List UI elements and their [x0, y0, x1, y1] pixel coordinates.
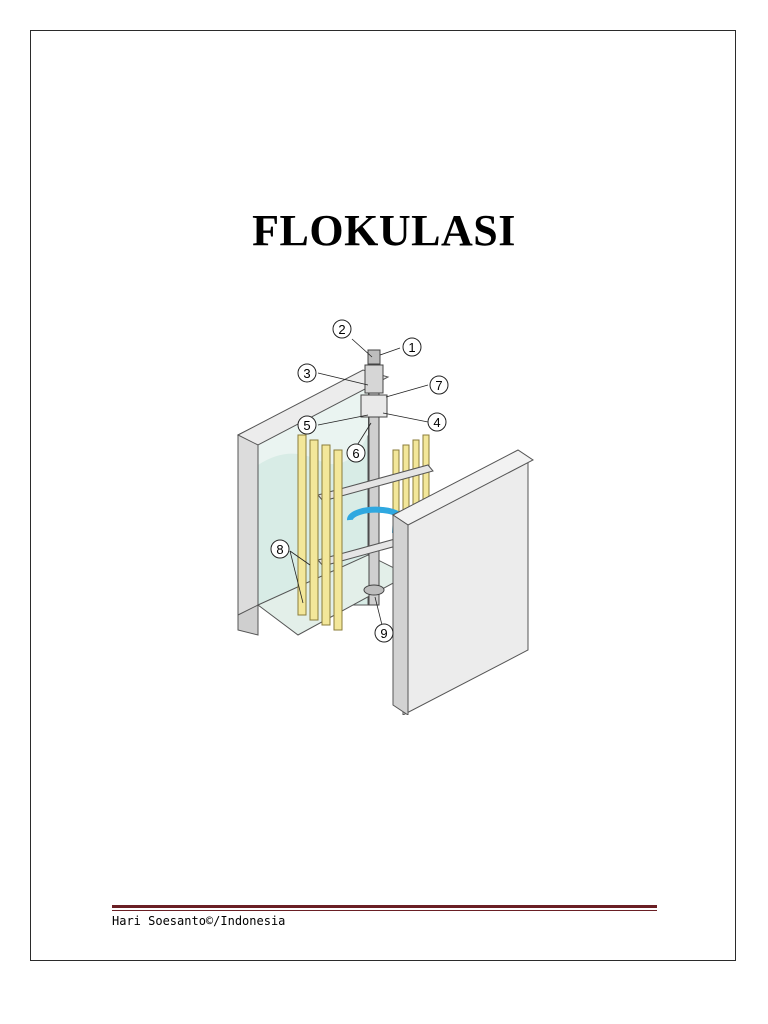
- callout-labels: 2 1 3 7 5 4 6 8: [270, 319, 449, 643]
- paddles-front: [297, 434, 343, 631]
- callout-9: 9: [374, 623, 394, 643]
- tank-right-wall: [392, 449, 534, 715]
- callout-2-text: 2: [338, 322, 345, 337]
- page-title: FLOKULASI: [252, 206, 516, 255]
- callout-6: 6: [346, 443, 366, 463]
- callout-9-text: 9: [380, 626, 387, 641]
- callout-8: 8: [270, 539, 290, 559]
- callout-6-text: 6: [352, 446, 359, 461]
- tank-left-wall: [236, 369, 390, 636]
- callout-7: 7: [429, 375, 449, 395]
- page-border: [30, 30, 736, 961]
- callout-5: 5: [297, 415, 317, 435]
- callout-3: 3: [297, 363, 317, 383]
- callout-4: 4: [427, 412, 447, 432]
- leader-lines: [289, 338, 429, 626]
- footer-author: Hari Soesanto©/Indonesia: [112, 914, 286, 928]
- footer-rule: [112, 905, 657, 911]
- callout-5-text: 5: [303, 418, 310, 433]
- callout-7-text: 7: [435, 378, 442, 393]
- flocculator-diagram: 2 1 3 7 5 4 6 8: [236, 319, 534, 715]
- callout-1: 1: [402, 337, 422, 357]
- callout-8-text: 8: [276, 542, 283, 557]
- footer-rule-thick: [112, 905, 657, 908]
- callout-3-text: 3: [303, 366, 310, 381]
- footer-rule-thin: [112, 910, 657, 911]
- callout-1-text: 1: [408, 340, 415, 355]
- callout-2: 2: [332, 319, 352, 339]
- callout-4-text: 4: [433, 415, 440, 430]
